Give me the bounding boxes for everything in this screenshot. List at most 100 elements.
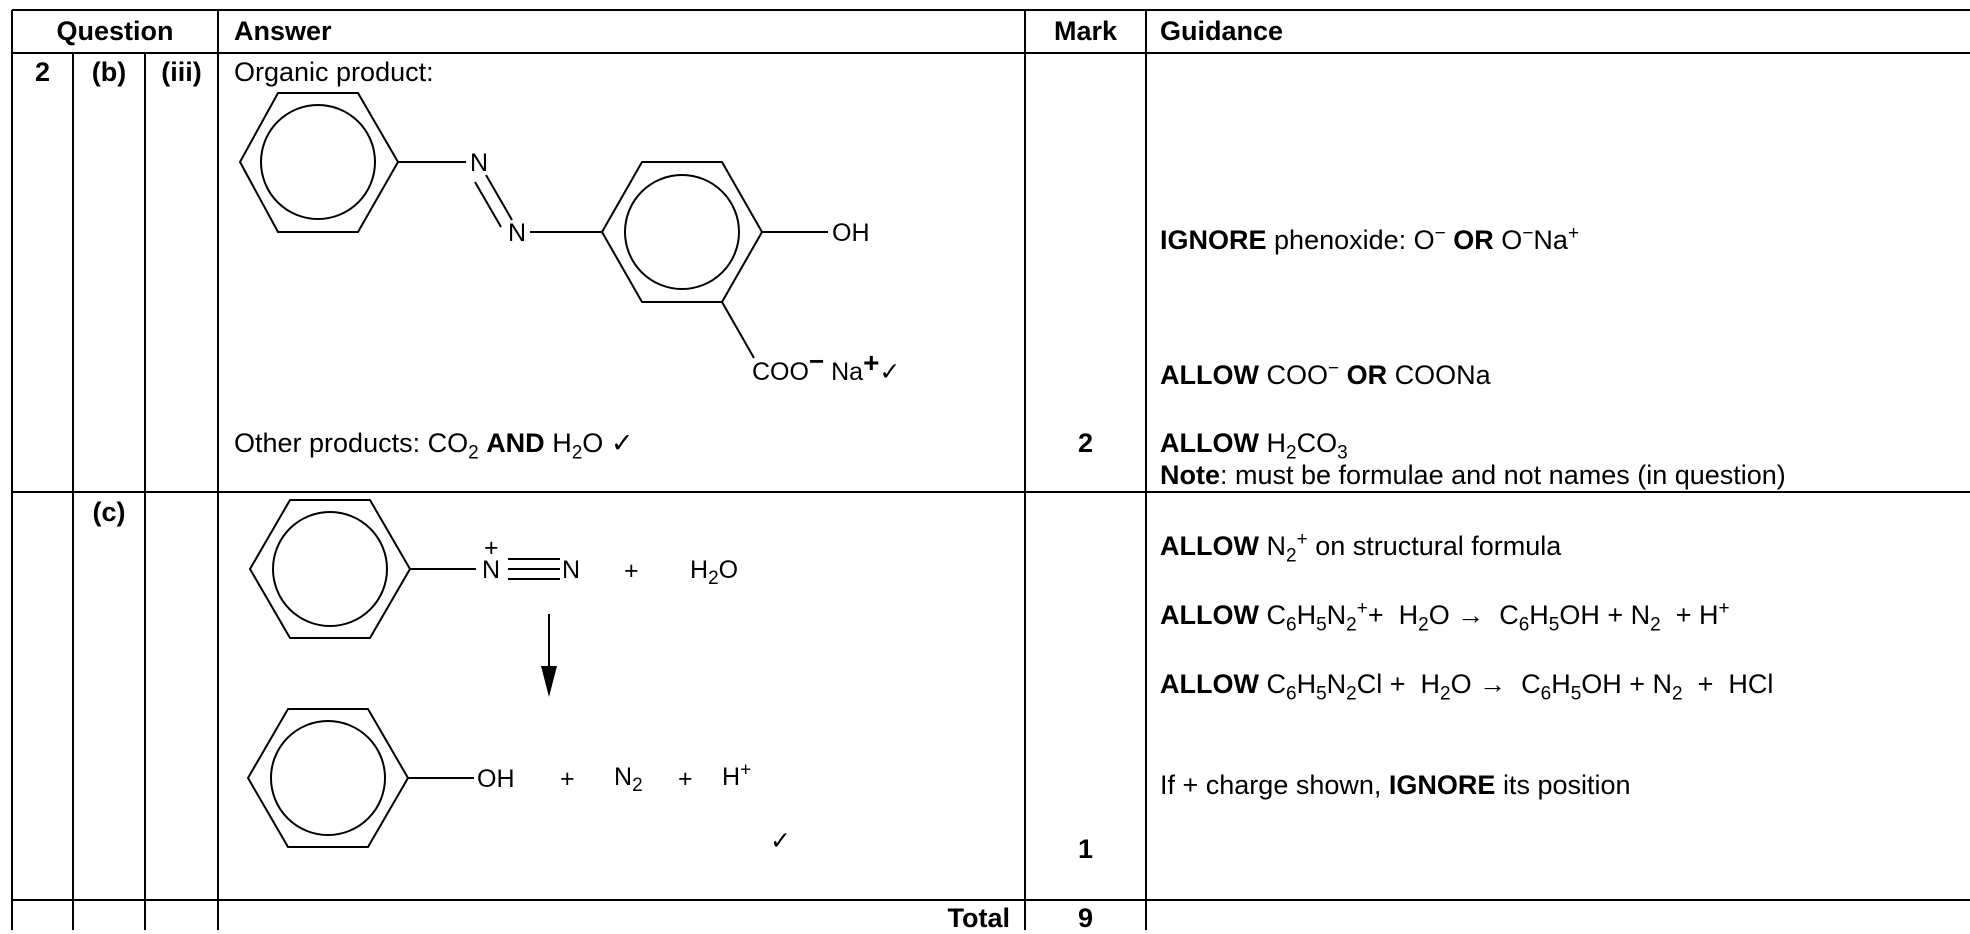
eq2-h-b: H bbox=[1551, 669, 1571, 699]
and-keyword: AND bbox=[486, 428, 545, 458]
eq1-sub-2: 2 bbox=[1346, 614, 1357, 636]
allow-keyword: ALLOW bbox=[1160, 600, 1259, 630]
hydrogen-sup: + bbox=[740, 759, 752, 781]
nitrogen-n: N bbox=[614, 763, 633, 791]
eq1-sup-plus-end: + bbox=[1718, 598, 1730, 619]
water-subscript: 2 bbox=[708, 568, 719, 589]
co2-subscript: 2 bbox=[468, 442, 479, 464]
eq1-sub-2b: 2 bbox=[1418, 614, 1429, 636]
header-answer: Answer bbox=[234, 16, 332, 46]
guidance-allow-equation-2: ALLOW C6H5N2Cl + H2O → C6H5OH + N2 + HCl bbox=[1160, 668, 1774, 703]
eq2-h: H bbox=[1296, 669, 1317, 699]
note-text: : must be formulae and not names (in que… bbox=[1220, 460, 1786, 490]
coo-minus: − bbox=[808, 346, 825, 376]
arrow-head bbox=[541, 666, 557, 697]
eq1-plus-h-end: + H bbox=[1660, 600, 1719, 630]
eq1-n: N bbox=[1326, 600, 1347, 630]
eq2-o-arrow-c: O → C bbox=[1450, 669, 1541, 699]
h2co3-sub2: 3 bbox=[1337, 442, 1348, 464]
h2co3-h: H bbox=[1266, 428, 1287, 458]
eq2-sub-2: 2 bbox=[1346, 683, 1357, 705]
header-guidance: Guidance bbox=[1160, 16, 1284, 46]
h2co3-sub1: 2 bbox=[1286, 442, 1297, 464]
water-h: H bbox=[690, 556, 709, 584]
guidance-allow-n2-plus: ALLOW N2+ on structural formula bbox=[1160, 529, 1562, 565]
nitrogen-product: N2 bbox=[614, 763, 643, 795]
azo-nitrogen-1: N bbox=[470, 149, 489, 177]
plus-sign-3: + bbox=[678, 765, 693, 793]
eq2-oh-n: OH + N bbox=[1581, 669, 1673, 699]
diazonium-plus-charge: + bbox=[484, 534, 499, 562]
eq2-cl-plus-h: Cl + H bbox=[1356, 669, 1441, 699]
plus-sign-1: + bbox=[624, 557, 639, 585]
other-products: Other products: CO2 AND H2O ✓ bbox=[234, 427, 634, 462]
eq1-plus-h: + H bbox=[1367, 600, 1419, 630]
h2co3-co: CO bbox=[1296, 428, 1338, 458]
phenol-oh: OH bbox=[477, 765, 515, 793]
water-reactant: H2O bbox=[690, 556, 739, 588]
eq1-oh-n: OH + N bbox=[1559, 600, 1651, 630]
ignore-keyword: IGNORE bbox=[1160, 225, 1267, 255]
water-o: O bbox=[718, 556, 739, 584]
tick-mark: ✓ bbox=[879, 358, 901, 386]
or-keyword: OR bbox=[1453, 225, 1494, 255]
tick-mark: ✓ bbox=[610, 428, 634, 458]
question-subpart-iii: (iii) bbox=[161, 57, 202, 87]
hydroxyl-group: OH bbox=[832, 219, 870, 247]
total-mark: 9 bbox=[1077, 903, 1094, 933]
azo-nitrogen-2: N bbox=[508, 219, 527, 247]
eq2-plus-hcl: + HCl bbox=[1682, 669, 1774, 699]
eq1-sub-5: 5 bbox=[1316, 614, 1327, 636]
allow-keyword: ALLOW bbox=[1160, 531, 1259, 561]
allow-keyword: ALLOW bbox=[1160, 428, 1259, 458]
plus-sign-2: + bbox=[560, 765, 575, 793]
sodium-text: Na bbox=[831, 358, 864, 386]
eq1-sub-2c: 2 bbox=[1650, 614, 1661, 636]
h2o-subscript: 2 bbox=[571, 442, 583, 464]
phenoxide-text3: Na bbox=[1533, 225, 1568, 255]
eq2-sub-5: 5 bbox=[1316, 683, 1327, 705]
allow-keyword: ALLOW bbox=[1160, 669, 1259, 699]
header-question: Question bbox=[56, 16, 174, 46]
other-products-prefix: Other products: CO bbox=[234, 428, 469, 458]
eq1-h: H bbox=[1296, 600, 1317, 630]
eq1-sub-5b: 5 bbox=[1548, 614, 1560, 636]
phenoxide-sup1: − bbox=[1434, 223, 1446, 244]
nitrogen-subscript: 2 bbox=[632, 775, 643, 796]
phenoxide-sup2: − bbox=[1522, 223, 1534, 244]
n2-sub: 2 bbox=[1286, 545, 1297, 567]
diazonium-n-plus: N bbox=[482, 556, 501, 584]
hydrogen-h: H bbox=[722, 763, 741, 791]
guidance-note: Note: must be formulae and not names (in… bbox=[1160, 459, 1786, 491]
eq1-sup-plus: + bbox=[1356, 598, 1368, 619]
organic-product-label: Organic product: bbox=[234, 57, 434, 87]
question-number: 2 bbox=[34, 57, 51, 87]
mark-value-c: 1 bbox=[1077, 834, 1094, 864]
h2o-h: H bbox=[552, 428, 572, 458]
structural-formula-text: on structural formula bbox=[1315, 531, 1562, 561]
eq2-sub-2b: 2 bbox=[1440, 683, 1451, 705]
eq2-sub-2c: 2 bbox=[1672, 683, 1683, 705]
eq1-h-b: H bbox=[1529, 600, 1549, 630]
question-part-c: (c) bbox=[92, 497, 126, 527]
eq2-sub-6: 6 bbox=[1286, 683, 1297, 705]
diazonium-n-end: N bbox=[562, 556, 581, 584]
hydrogen-ion: H+ bbox=[722, 759, 752, 791]
eq2-n: N bbox=[1326, 669, 1347, 699]
eq1-c: C bbox=[1266, 600, 1287, 630]
phenoxide-sup3: + bbox=[1567, 223, 1580, 244]
coona-text: COONa bbox=[1394, 360, 1491, 390]
eq1-sub-6: 6 bbox=[1286, 614, 1297, 636]
n2-sup: + bbox=[1296, 529, 1308, 550]
phenoxide-text2: O bbox=[1501, 225, 1523, 255]
guidance-ignore-phenoxide: IGNORE phenoxide: O− OR O−Na+ bbox=[1160, 224, 1579, 256]
note-keyword: Note bbox=[1160, 460, 1220, 490]
eq2-sub-5b: 5 bbox=[1570, 683, 1582, 705]
guidance-allow-coo: ALLOW COO− OR COONa bbox=[1160, 359, 1491, 391]
eq1-o-arrow-c: O → C bbox=[1428, 600, 1519, 630]
or-keyword: OR bbox=[1346, 360, 1388, 390]
guidance-allow-h2co3: ALLOW H2CO3 bbox=[1160, 427, 1348, 462]
phenoxide-text: phenoxide: O bbox=[1274, 225, 1435, 255]
